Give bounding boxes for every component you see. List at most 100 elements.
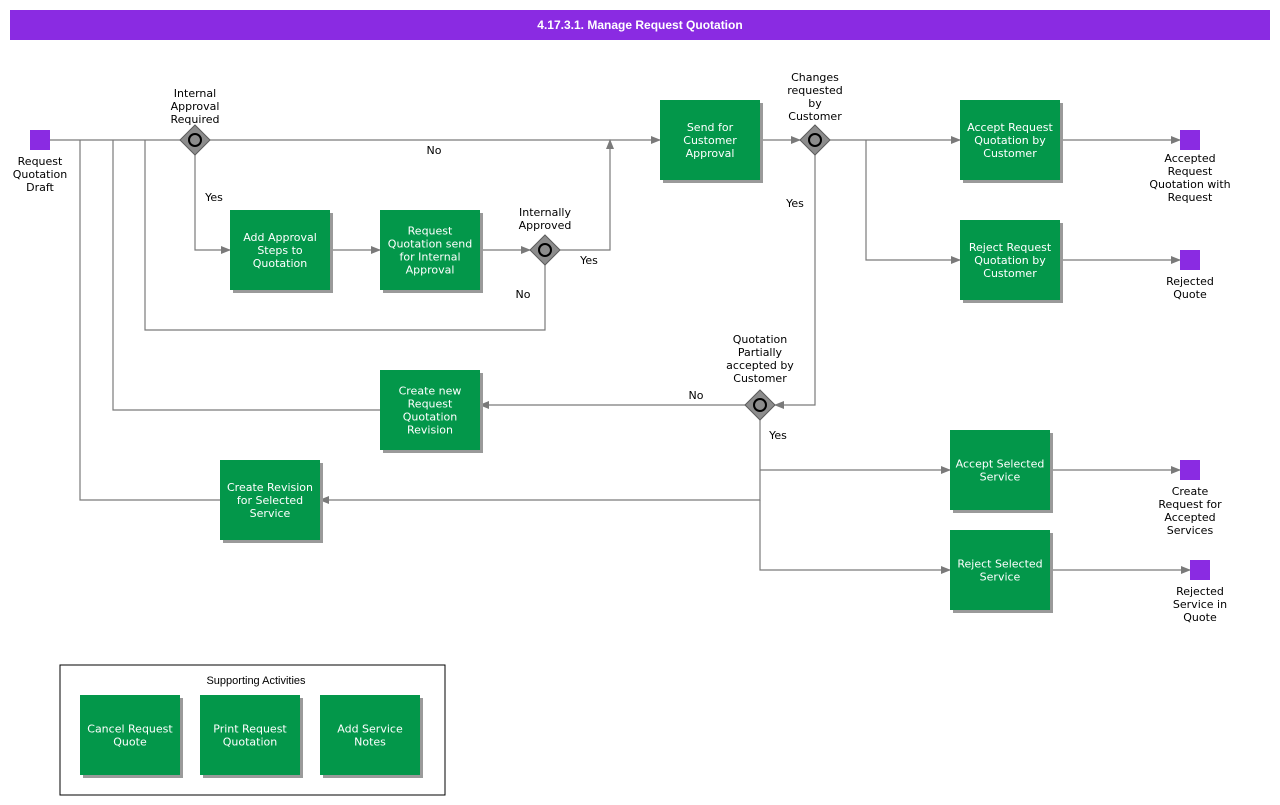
svg-text:Service: Service	[980, 471, 1021, 484]
gateway-diamond	[179, 124, 211, 156]
svg-text:Request: Request	[408, 225, 453, 238]
svg-text:Reject Selected: Reject Selected	[957, 558, 1042, 571]
task-box	[320, 695, 420, 775]
svg-text:for Selected: for Selected	[237, 494, 303, 507]
svg-text:Quotation with: Quotation with	[1149, 178, 1230, 191]
edge-label-approved-no: No	[516, 288, 531, 301]
svg-text:Quotation send: Quotation send	[388, 238, 472, 251]
svg-text:Quote: Quote	[113, 736, 147, 749]
svg-text:Partially: Partially	[738, 346, 783, 359]
connector	[194, 155, 231, 254]
event-square	[1180, 460, 1200, 480]
svg-text:accepted by: accepted by	[726, 359, 794, 372]
task-box	[960, 220, 1060, 300]
gateway-circle-icon	[808, 133, 822, 147]
svg-text:Add Service: Add Service	[337, 723, 403, 736]
svg-text:Quotation: Quotation	[13, 168, 68, 181]
task-box	[80, 695, 180, 775]
connector	[759, 500, 951, 574]
svg-text:Accepted: Accepted	[1164, 511, 1215, 524]
svg-text:Quotation: Quotation	[403, 411, 458, 424]
svg-text:Request: Request	[1168, 191, 1213, 204]
svg-text:Approval: Approval	[171, 100, 220, 113]
diagram-title: 4.17.3.1. Manage Request Quotation	[10, 10, 1270, 40]
svg-text:Revision: Revision	[407, 424, 453, 437]
task-box	[230, 210, 330, 290]
gateway-circle-icon	[753, 398, 767, 412]
svg-text:Quotation: Quotation	[223, 736, 278, 749]
edge-label-internal-no: No	[427, 144, 442, 157]
svg-text:by: by	[808, 97, 822, 110]
task-box	[220, 460, 320, 540]
gateway-diamond	[529, 234, 561, 266]
connector	[560, 139, 614, 251]
gateway-diamond	[799, 124, 831, 156]
svg-text:Cancel Request: Cancel Request	[87, 723, 173, 736]
event-square	[1180, 250, 1200, 270]
gateway-diamond	[744, 389, 776, 421]
svg-text:Service: Service	[250, 507, 291, 520]
svg-text:Quotation: Quotation	[253, 257, 308, 270]
svg-text:Accept Request: Accept Request	[967, 121, 1053, 134]
svg-text:Customer: Customer	[983, 147, 1037, 160]
svg-text:Reject Request: Reject Request	[969, 241, 1052, 254]
event-square	[1190, 560, 1210, 580]
edge-label-partial-no: No	[689, 389, 704, 402]
svg-text:Approval: Approval	[406, 264, 455, 277]
svg-text:Quotation by: Quotation by	[974, 134, 1046, 147]
svg-text:Rejected: Rejected	[1176, 585, 1224, 598]
svg-text:Quote: Quote	[1173, 288, 1207, 301]
task-box	[950, 530, 1050, 610]
event-square	[30, 130, 50, 150]
connector	[144, 140, 546, 331]
task-box	[660, 100, 760, 180]
svg-text:Services: Services	[1167, 524, 1214, 537]
svg-text:Print Request: Print Request	[213, 723, 287, 736]
edge-label-partial-yes: Yes	[768, 429, 787, 442]
edge-label-approved-yes: Yes	[579, 254, 598, 267]
edge-label-changes-yes: Yes	[785, 197, 804, 210]
svg-text:for Internal: for Internal	[399, 251, 460, 264]
svg-text:Quotation by: Quotation by	[974, 254, 1046, 267]
svg-text:Internally: Internally	[519, 206, 571, 219]
svg-text:Draft: Draft	[26, 181, 54, 194]
svg-text:Customer: Customer	[683, 134, 737, 147]
connector	[774, 155, 816, 409]
svg-text:Quotation: Quotation	[733, 333, 788, 346]
